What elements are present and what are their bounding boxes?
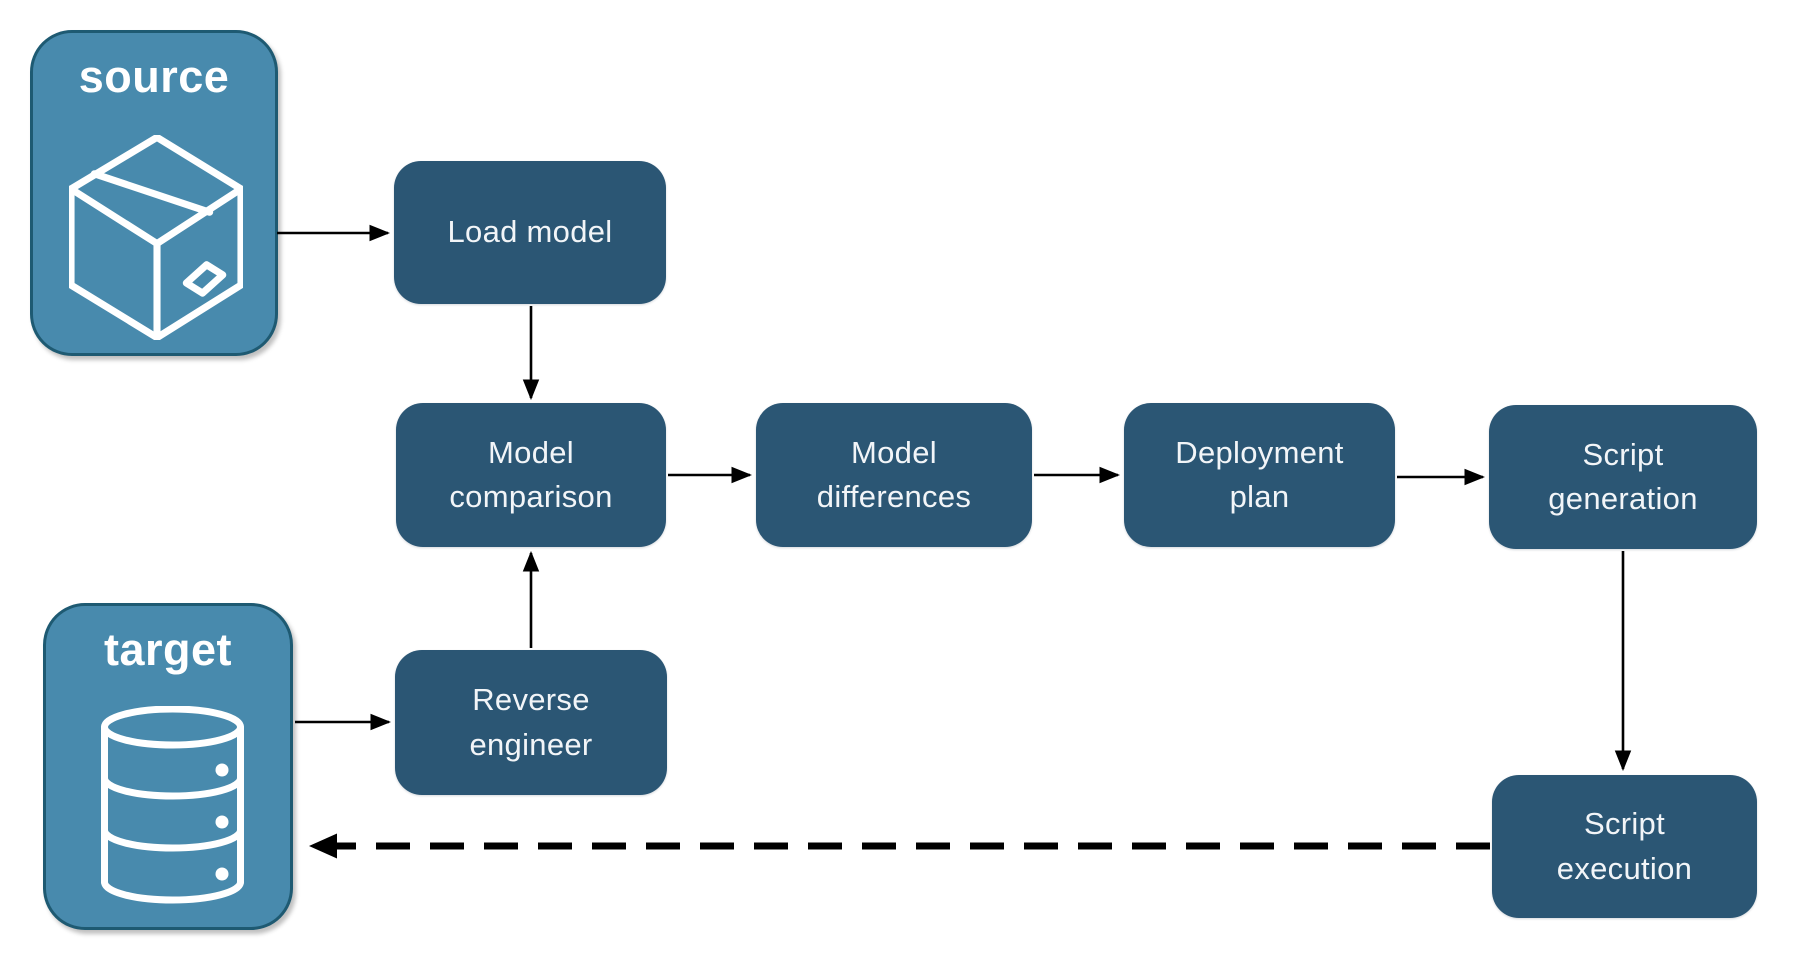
node-reverse-engineer: Reverse engineer [395, 650, 667, 795]
node-model-comparison: Model comparison [396, 403, 666, 547]
node-label: Script execution [1556, 806, 1693, 886]
node-label: Deployment plan [1175, 434, 1344, 514]
node-deployment-plan: Deployment plan [1124, 403, 1395, 547]
source-label: source [78, 51, 230, 102]
database-icon [101, 706, 244, 904]
source-card: source [30, 30, 278, 356]
target-card: target [43, 603, 293, 930]
package-box-icon [69, 135, 243, 340]
node-label: Script generation [1548, 436, 1698, 516]
node-model-differences: Model differences [756, 403, 1032, 547]
node-script-execution: Script execution [1492, 775, 1757, 918]
node-label: Model differences [816, 434, 972, 514]
target-label: target [103, 624, 233, 675]
node-load-model: Load model [394, 161, 666, 304]
node-label: Model comparison [449, 434, 613, 514]
node-label: Reverse engineer [469, 682, 593, 762]
node-label: Load model [447, 214, 613, 250]
node-script-generation: Script generation [1489, 405, 1757, 549]
